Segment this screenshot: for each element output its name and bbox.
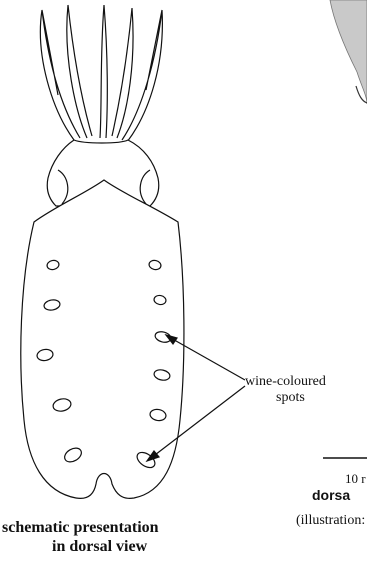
view-label: dorsa: [312, 488, 350, 502]
callout-label-line1: wine-coloured: [245, 375, 326, 389]
arm-left-outer: [40, 10, 80, 140]
arm-center: [100, 5, 107, 138]
arm-right-outer: [122, 10, 162, 142]
caption-line2: in dorsal view: [52, 539, 147, 555]
illustration-credit: (illustration:: [296, 514, 365, 528]
scale-label: 10 r: [345, 472, 366, 485]
caption-line1: schematic presentation: [2, 520, 159, 536]
arm-left-inner: [67, 5, 92, 138]
arms: [40, 5, 162, 142]
callout-label-line2: spots: [276, 391, 305, 405]
arm-right-inner: [112, 8, 133, 138]
stippled-fin-fragment: [330, 0, 367, 104]
